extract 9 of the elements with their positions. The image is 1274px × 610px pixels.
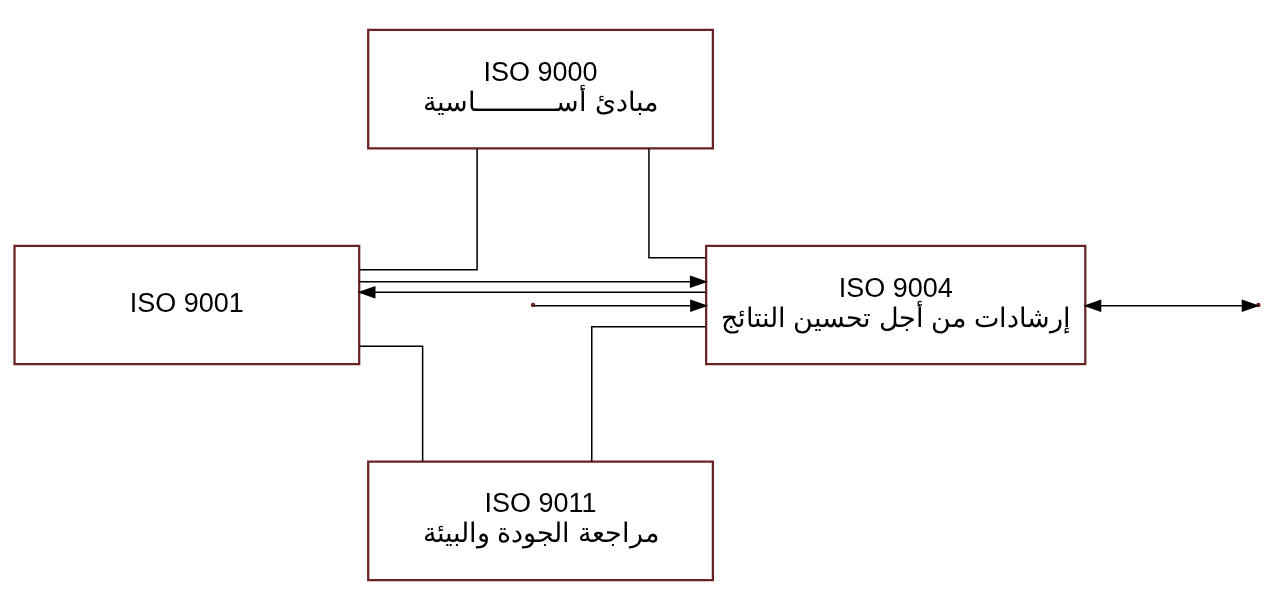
arrow [533, 299, 709, 313]
arrow [357, 285, 707, 299]
arrow [1083, 299, 1260, 313]
connector [648, 147, 707, 259]
connector [591, 326, 707, 463]
connector [358, 148, 478, 271]
arrow [358, 275, 708, 289]
connector [358, 345, 424, 462]
node-box: ISO 9001 [13, 244, 361, 366]
